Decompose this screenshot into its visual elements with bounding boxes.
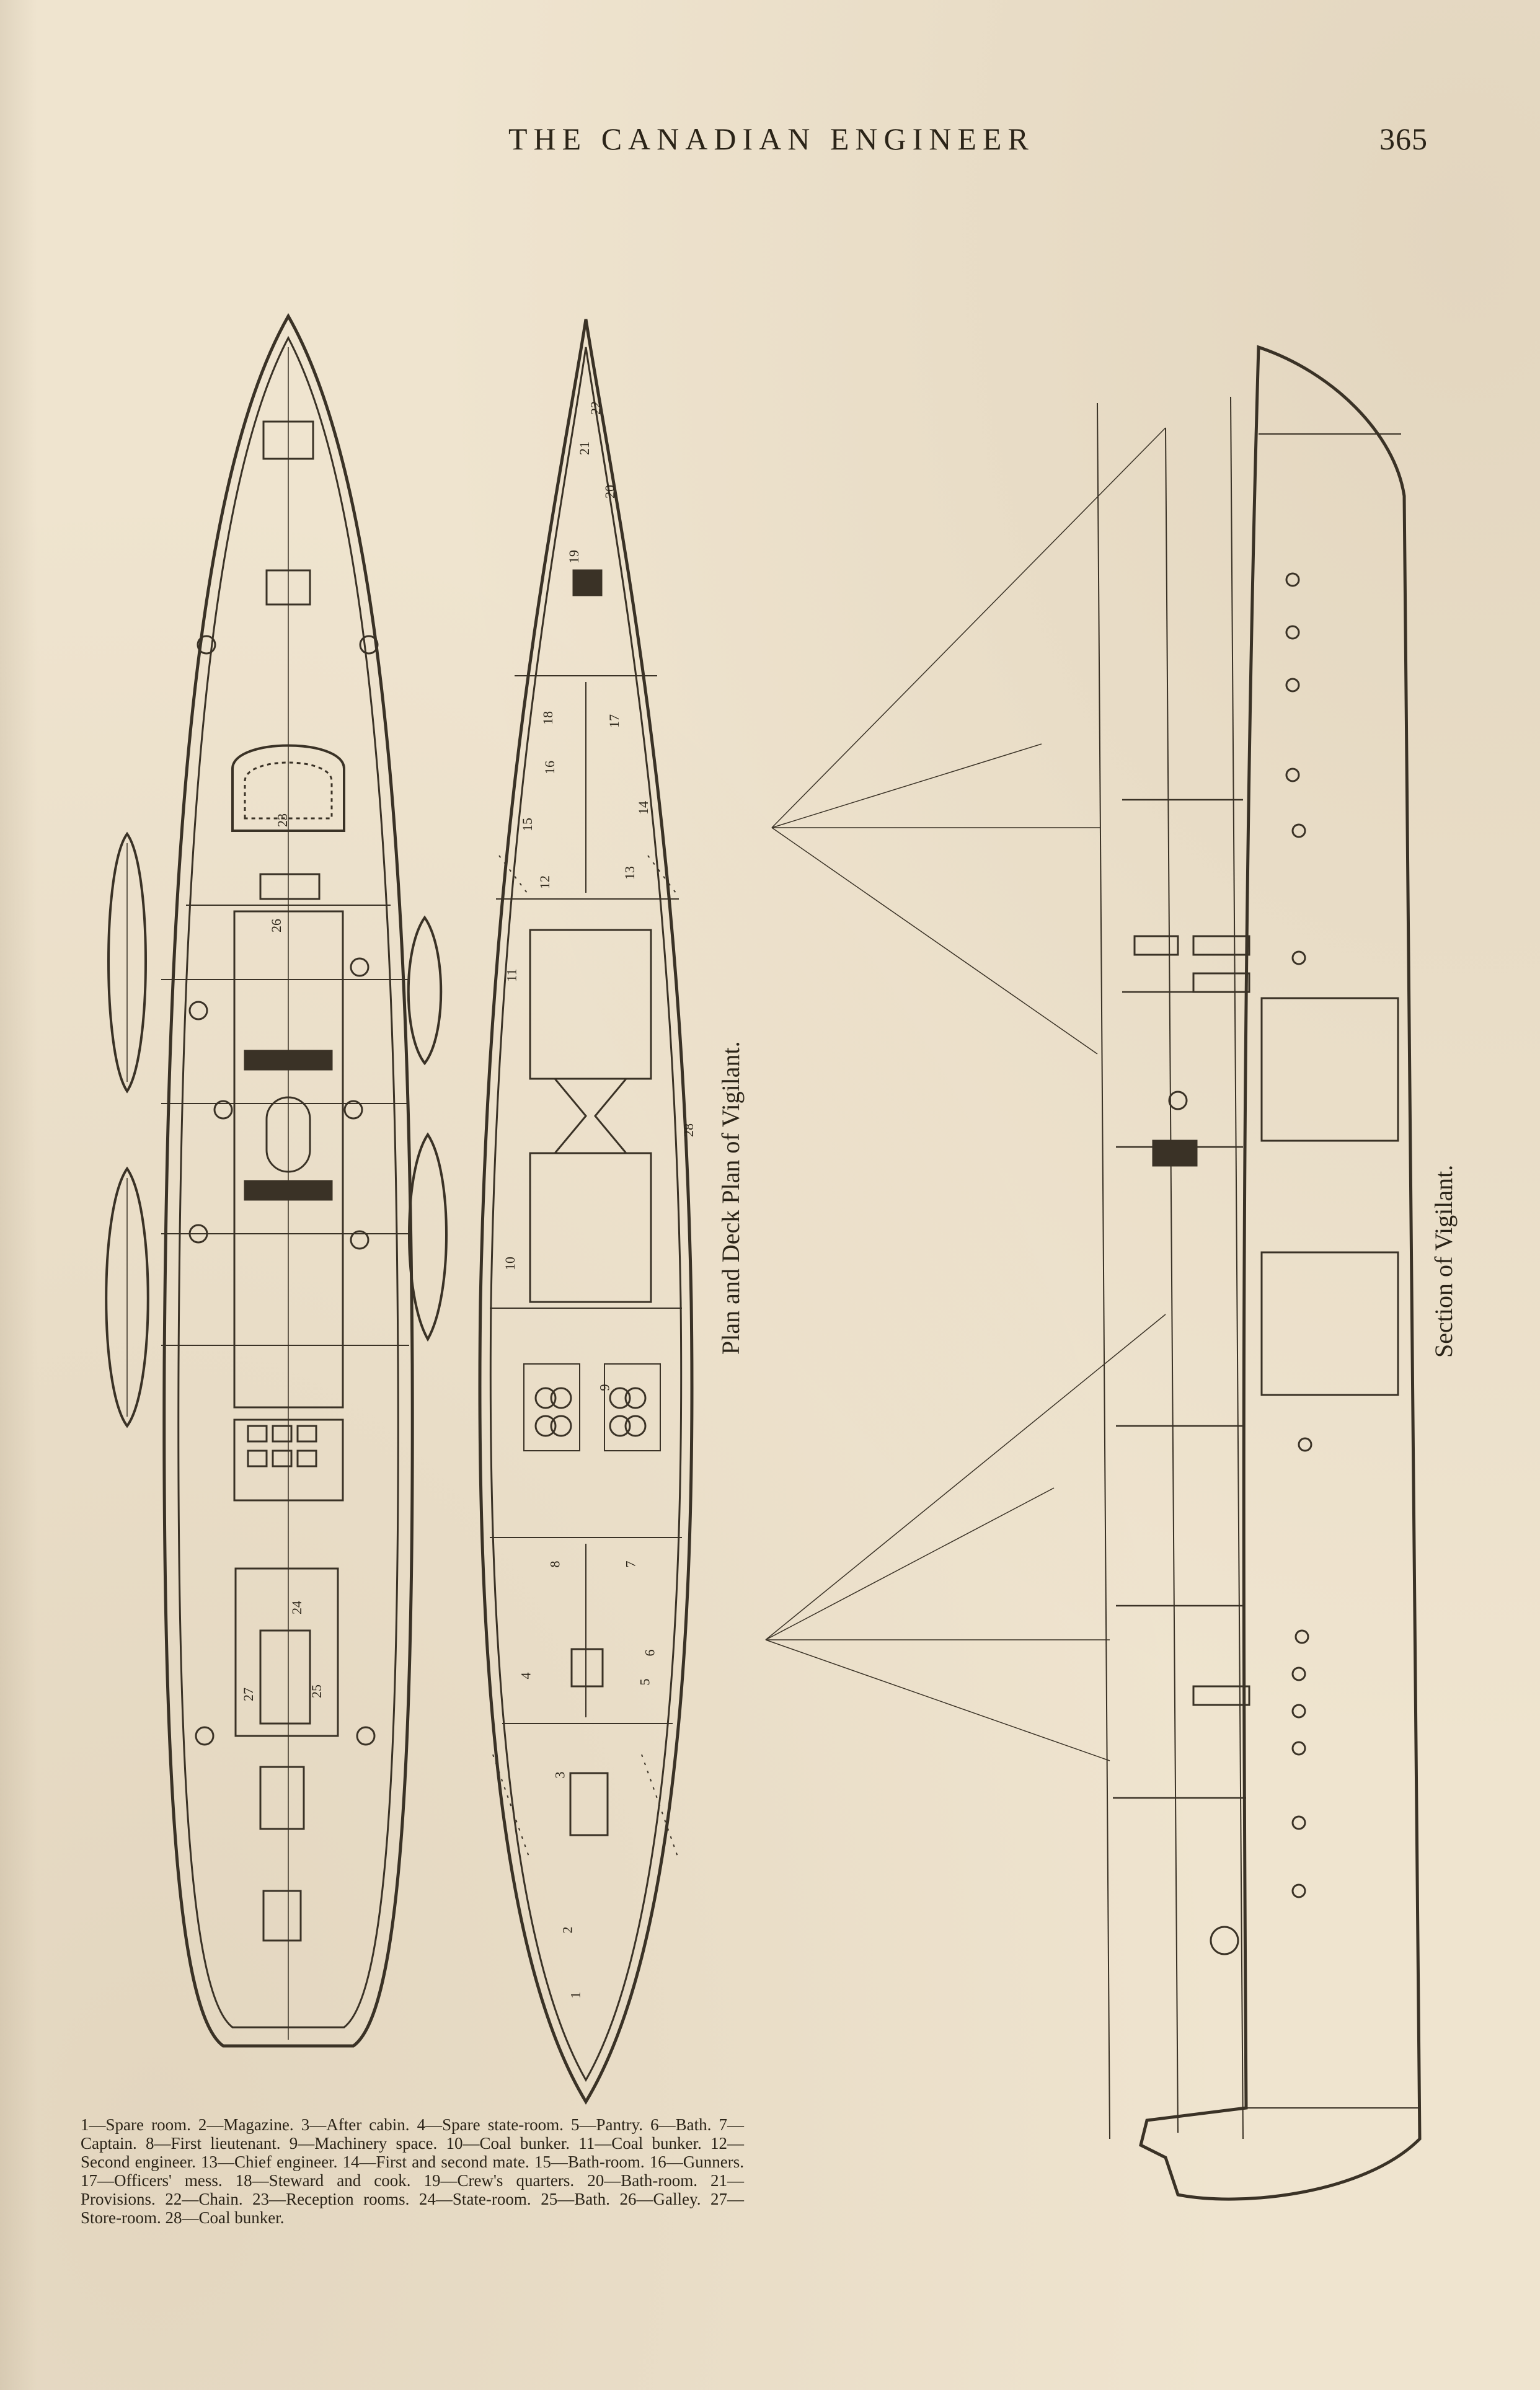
room-label: 25 xyxy=(309,1684,324,1698)
room-label: 7 xyxy=(622,1560,639,1568)
room-label: 16 xyxy=(542,761,557,774)
room-label: 3 xyxy=(552,1771,568,1779)
room-label: 6 xyxy=(642,1649,658,1657)
running-head: THE CANADIAN ENGINEER 365 xyxy=(0,121,1540,170)
room-label: 26 xyxy=(268,919,284,932)
room-label: 12 xyxy=(537,875,552,889)
room-label: 18 xyxy=(540,711,555,725)
room-label: 2 xyxy=(559,1926,575,1934)
room-label: 13 xyxy=(622,866,637,880)
room-label: 10 xyxy=(502,1257,518,1270)
room-label: 27 xyxy=(241,1688,256,1701)
journal-title: THE CANADIAN ENGINEER xyxy=(508,122,1035,156)
room-label: 19 xyxy=(566,550,582,564)
room-label: 8 xyxy=(547,1560,563,1568)
room-label: 15 xyxy=(520,818,535,831)
page-number: 365 xyxy=(1379,122,1428,156)
section-profile xyxy=(765,345,1422,2201)
room-label: 21 xyxy=(577,441,592,455)
deck-plan xyxy=(105,312,448,2048)
room-label: 5 xyxy=(637,1678,653,1686)
figure-legend: 1—Spare room. 2—Magazine. 3—After cabin.… xyxy=(81,2115,744,2227)
room-label: 1 xyxy=(567,1991,583,1999)
room-label: 20 xyxy=(602,485,617,498)
room-label: 14 xyxy=(635,801,651,815)
plan-caption: Plan and Deck Plan of Vigilant. xyxy=(717,1041,745,1355)
room-label: 28 xyxy=(681,1123,696,1137)
section-caption: Section of Vigilant. xyxy=(1430,1164,1458,1358)
room-label: 23 xyxy=(275,813,290,827)
room-label: 4 xyxy=(518,1672,534,1680)
room-label: 11 xyxy=(503,968,520,982)
room-label: 24 xyxy=(289,1601,304,1614)
lower-deck-plan xyxy=(478,319,694,2105)
room-label: 17 xyxy=(606,714,622,728)
room-label: 9 xyxy=(596,1384,613,1391)
room-label: 22 xyxy=(588,401,603,415)
